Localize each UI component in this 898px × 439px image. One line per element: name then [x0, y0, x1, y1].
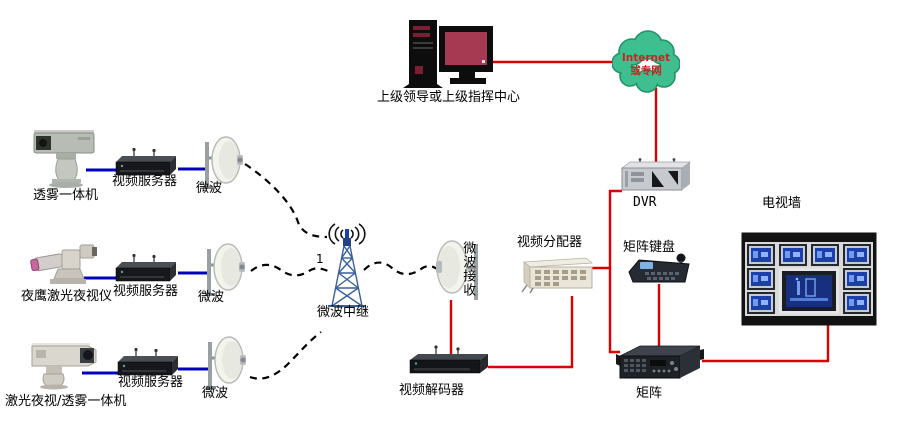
command-center-computer — [403, 16, 497, 94]
relay-marker: 1 — [316, 252, 324, 266]
cloud-label-line1: Internet — [622, 52, 670, 64]
command-center-label: 上级领导或上级指挥中心 — [377, 90, 521, 105]
microwave-dish-3 — [205, 334, 249, 392]
microwave-dish-1 — [202, 134, 246, 192]
matrix-keyboard-device — [625, 250, 695, 286]
matrix-device — [614, 340, 706, 386]
server1-label: 视频服务器 — [112, 174, 178, 189]
radio-waves-icon — [328, 223, 366, 245]
antenna3-label: 微波 — [202, 386, 229, 401]
camera3-label: 激光夜视/透雾一体机 — [5, 394, 127, 409]
distributor-label: 视频分配器 — [517, 235, 583, 250]
pan-tilt-laser-camera-2 — [26, 240, 108, 292]
server2-label: 视频服务器 — [113, 284, 179, 299]
bullet-camera-3 — [22, 338, 110, 390]
video-server-2 — [112, 252, 178, 288]
video-server-1 — [112, 146, 178, 182]
dvr-device — [616, 156, 694, 198]
internet-cloud: Internet 或专网 — [612, 30, 680, 94]
tvwall-label: 电视墙 — [762, 196, 802, 211]
receiver-label: 微波接收 — [460, 241, 476, 297]
antenna1-label: 微波 — [196, 181, 223, 196]
microwave-links — [244, 163, 441, 380]
camera2-label: 夜鹰激光夜视仪 — [21, 289, 113, 304]
decoder-label: 视频解码器 — [399, 383, 465, 398]
tv-wall-small-monitors — [747, 244, 871, 314]
video-server-3 — [114, 346, 180, 382]
microwave-receiver-dish — [434, 236, 482, 304]
keyboard-label: 矩阵键盘 — [623, 240, 676, 255]
matrix-label: 矩阵 — [636, 386, 663, 401]
antenna2-label: 微波 — [198, 290, 225, 305]
video-decoder — [406, 342, 492, 384]
video-cables — [82, 167, 211, 375]
server3-label: 视频服务器 — [118, 375, 184, 390]
video-distributor — [514, 252, 596, 296]
relay-label: 微波中继 — [317, 305, 370, 320]
relay-tower — [320, 222, 374, 316]
cloud-label-line2: 或专网 — [630, 64, 662, 77]
camera1-label: 透雾一体机 — [33, 188, 99, 203]
tv-wall — [740, 231, 878, 327]
microwave-dish-2 — [204, 241, 248, 299]
signal-cables — [449, 60, 830, 369]
dvr-label: DVR — [633, 195, 657, 210]
ptz-camera-1 — [26, 126, 108, 188]
tv-wall-main-monitor — [779, 268, 839, 314]
